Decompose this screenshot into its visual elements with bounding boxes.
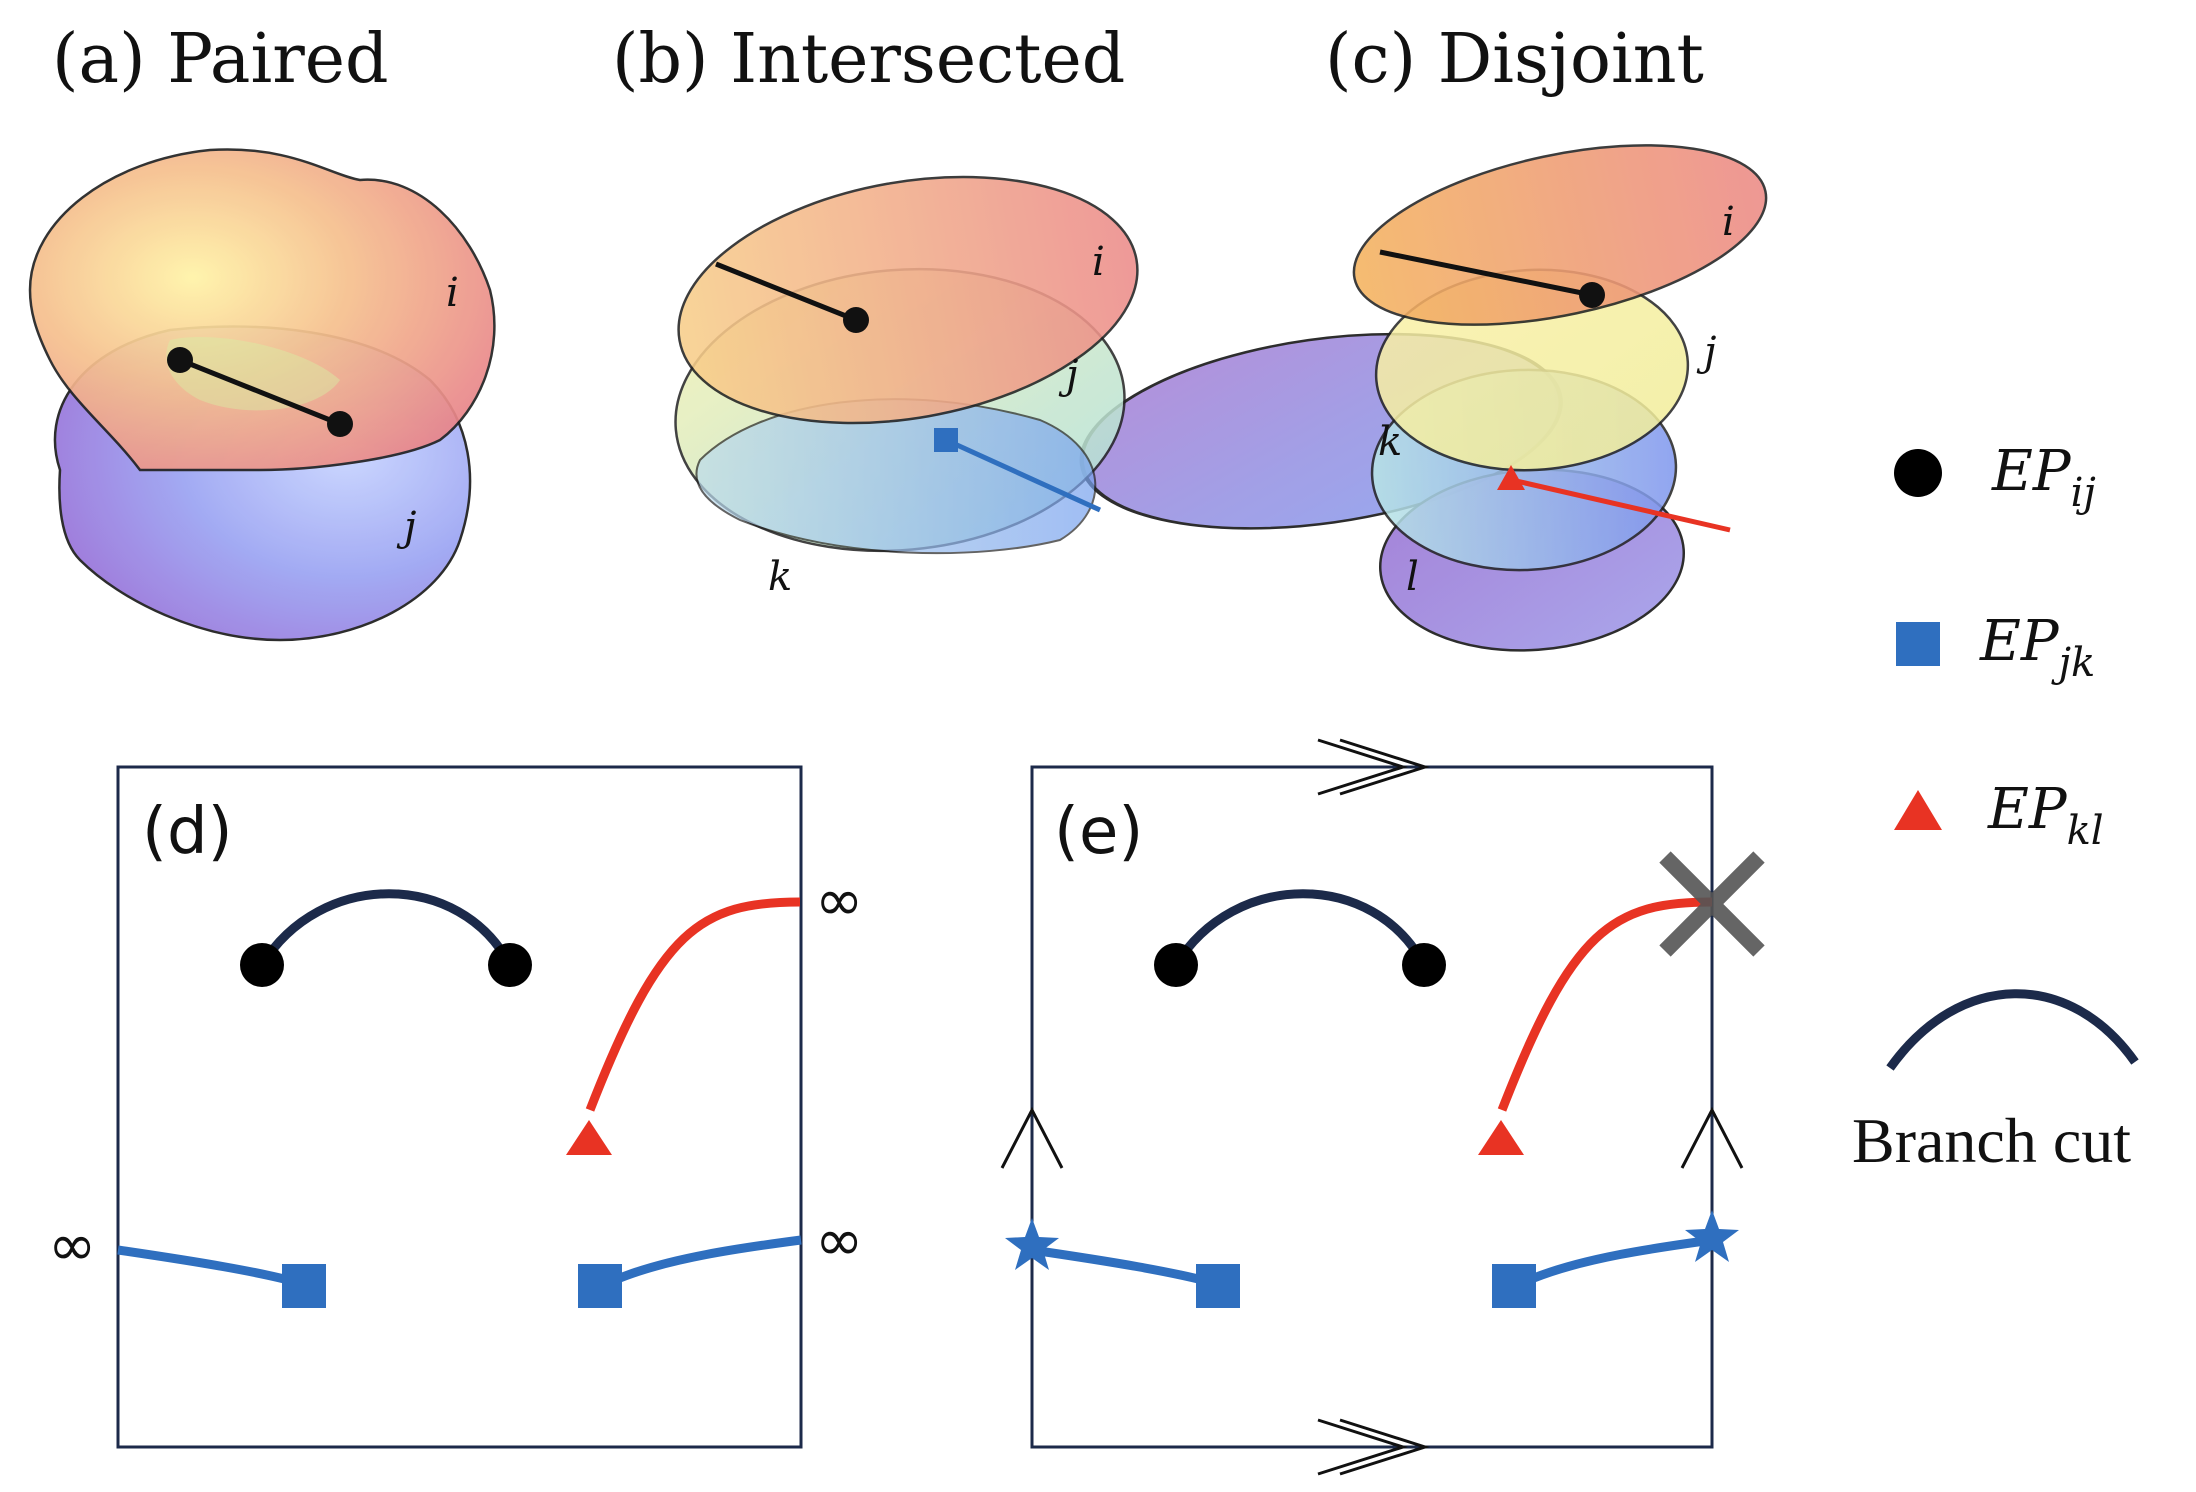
ep-jk-square-e1 (1196, 1264, 1240, 1308)
branch-cut-e-kl (1497, 897, 1713, 1112)
ep-kl-triangle-e (1478, 1120, 1524, 1155)
legend-ep-ij-marker (1894, 449, 1942, 497)
ep-ij-dot-d2 (488, 943, 532, 987)
panel-b-title: (b) Intersected (612, 20, 1125, 99)
ep-ij-dot-b (843, 307, 869, 333)
legend-ep-jk-label: EPjk (1979, 609, 2095, 686)
star-icon (1005, 1218, 1059, 1270)
chevron-up-icon (1680, 1106, 1744, 1169)
panel-e-label: (e) (1054, 795, 1143, 869)
legend-ep-kl-sub: kl (2067, 808, 2104, 854)
branch-cut-d-jk-left (117, 1245, 302, 1288)
star-icon (1685, 1210, 1739, 1262)
legend-ep-jk-sub: jk (2051, 640, 2096, 686)
panel-a-surfaces: i j (28, 148, 496, 642)
ep-ij-dot-e1 (1154, 943, 1198, 987)
sheet-i-intersected (677, 175, 1139, 425)
panel-c-surfaces: i j k l (1352, 144, 1768, 652)
panel-d-frame (116, 765, 803, 1449)
panel-e: (e) (1000, 738, 1765, 1476)
legend-ep-ij-label: EPij (1991, 439, 2096, 516)
branch-cut-b-ij (715, 261, 857, 323)
legend-ep-kl-label: EPkl (1987, 777, 2104, 854)
sheet-label-b-k: k (768, 554, 792, 600)
infinity-symbol-d-left: ∞ (48, 1211, 96, 1279)
sheet-label-a-i: i (446, 270, 459, 316)
double-chevron-arrow-icon (1317, 1418, 1430, 1476)
ep-jk-square-b (934, 428, 958, 452)
legend-ep-kl-marker (1894, 790, 1942, 830)
legend-branch-cut-line (1886, 989, 2139, 1071)
branch-cut-d-ij (258, 889, 514, 968)
branch-cut-e-ij (1172, 889, 1428, 968)
ep-ij-dot-a2 (327, 411, 353, 437)
infinity-symbol-d-right: ∞ (815, 1206, 863, 1274)
sheet-label-c-j: j (1696, 329, 1716, 375)
ep-jk-square-d2 (578, 1264, 622, 1308)
branch-cut-e-jk-left (1031, 1245, 1216, 1288)
branch-cut-d-kl (585, 897, 801, 1112)
ep-ij-dot-a1 (167, 347, 193, 373)
ep-kl-triangle-c (1497, 465, 1525, 490)
ep-kl-triangle-d (566, 1120, 612, 1155)
branch-cut-a (179, 357, 341, 427)
legend: EPij EPjk EPkl Branch cut (1852, 439, 2139, 1176)
ep-jk-square-d1 (282, 1264, 326, 1308)
panel-d-label: (d) (142, 795, 233, 869)
legend-branch-cut-label: Branch cut (1852, 1105, 2131, 1176)
infinity-symbol-d-top-right: ∞ (815, 866, 863, 934)
sheet-label-b-i: i (1092, 239, 1105, 285)
panel-c-title: (c) Disjoint (1325, 20, 1704, 99)
branch-cut-b-jk (944, 437, 1102, 513)
branch-cut-c-kl (1511, 477, 1731, 533)
chevron-up-icon (1000, 1106, 1064, 1169)
ep-ij-dot-e2 (1402, 943, 1446, 987)
sheet-i-paired (28, 148, 496, 472)
legend-ep-ij-main: EP (1991, 439, 2072, 504)
legend-ep-ij-sub: ij (2071, 470, 2096, 516)
panel-e-frame (1030, 765, 1714, 1449)
panel-a-title: (a) Paired (52, 20, 388, 99)
branch-cut-d-jk-right (618, 1235, 802, 1283)
sheet-label-c-i: i (1722, 199, 1735, 245)
legend-ep-jk-main: EP (1979, 609, 2060, 674)
branch-cut-c-ij (1379, 249, 1593, 298)
legend-ep-jk-marker (1896, 622, 1940, 666)
sheet-i-disjoint (1352, 144, 1768, 326)
legend-ep-kl-main: EP (1987, 777, 2068, 842)
branch-cut-e-jk-right (1532, 1235, 1713, 1283)
sheet-label-c-k: k (1378, 419, 1402, 465)
ep-ij-dot-d1 (240, 943, 284, 987)
ep-jk-square-e2 (1492, 1264, 1536, 1308)
ep-ij-dot-c (1579, 282, 1605, 308)
x-mark-icon (1659, 851, 1765, 957)
sheet-label-c-l: l (1406, 554, 1419, 600)
double-chevron-arrow-icon (1317, 738, 1430, 796)
panel-d: (d) ∞ ∞ ∞ (48, 765, 863, 1449)
inner-glow (166, 336, 340, 411)
